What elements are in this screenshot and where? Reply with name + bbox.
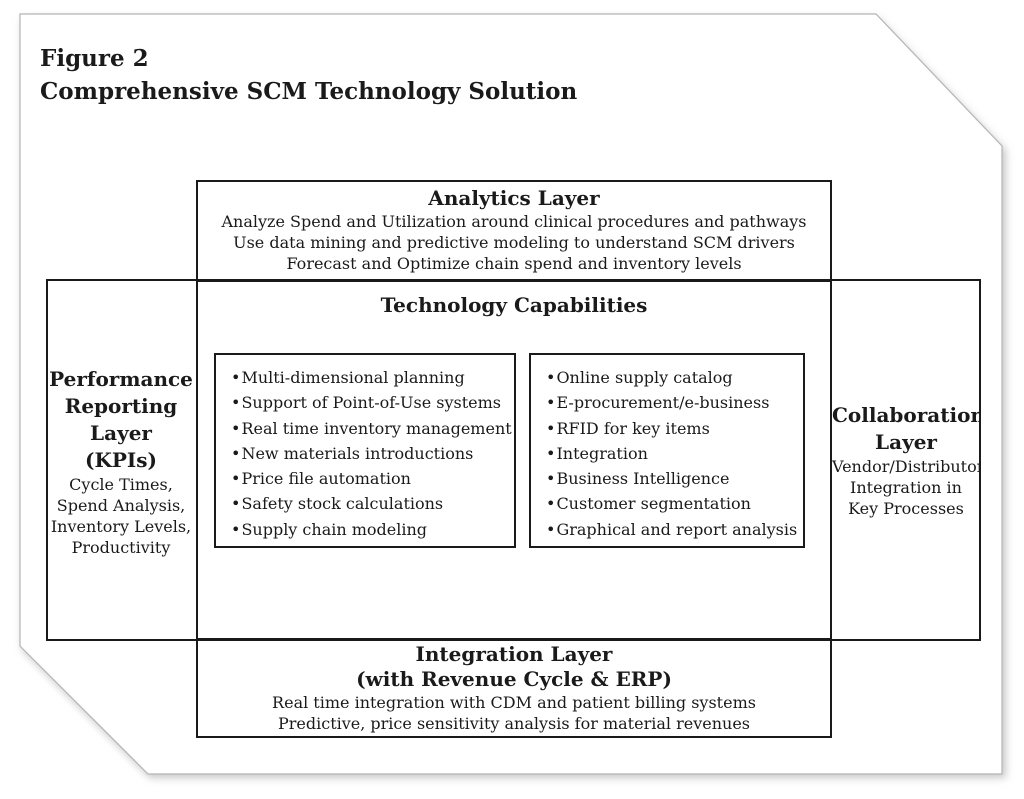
list-item: Integration [546, 441, 803, 466]
list-item: Online supply catalog [546, 365, 803, 390]
technology-capabilities-box [196, 279, 832, 641]
list-item: New materials introductions [231, 441, 514, 466]
performance-title-line: Reporting [64, 394, 178, 418]
collaboration-line: Integration in [850, 478, 962, 497]
figure-heading: Figure 2 Comprehensive SCM Technology So… [40, 42, 577, 108]
list-item: Support of Point-of-Use systems [231, 390, 514, 415]
list-item: Multi-dimensional planning [231, 365, 514, 390]
integration-line: Real time integration with CDM and patie… [272, 693, 756, 712]
list-item: Business Intelligence [546, 466, 803, 491]
technology-capabilities-title: Technology Capabilities [380, 293, 648, 317]
list-item: Price file automation [231, 466, 514, 491]
analytics-line: Analyze Spend and Utilization around cli… [221, 212, 807, 231]
performance-title-line: Performance [49, 367, 193, 391]
collaboration-layer: Collaboration Layer Vendor/Distributor I… [832, 402, 980, 519]
collaboration-title-line: Collaboration [832, 403, 980, 427]
analytics-layer-title: Analytics Layer [428, 186, 600, 210]
list-item: Supply chain modeling [231, 517, 514, 542]
performance-layer: Performance Reporting Layer (KPIs) Cycle… [46, 366, 196, 558]
list-item: Customer segmentation [546, 491, 803, 516]
figure-title: Comprehensive SCM Technology Solution [40, 78, 578, 105]
performance-line: Spend Analysis, [56, 496, 186, 515]
analytics-layer-box [196, 180, 832, 282]
analytics-line: Forecast and Optimize chain spend and in… [286, 254, 742, 273]
performance-line: Inventory Levels, [50, 517, 192, 536]
performance-title-line: Layer [90, 421, 152, 445]
list-item: Real time inventory management [231, 416, 514, 441]
analytics-layer-text: Analytics Layer Analyze Spend and Utiliz… [196, 186, 832, 274]
list-item: RFID for key items [546, 416, 803, 441]
collaboration-line: Vendor/Distributor [832, 457, 980, 476]
integration-line: Predictive, price sensitivity analysis f… [277, 714, 750, 733]
list-item: Safety stock calculations [231, 491, 514, 516]
capabilities-right-box: Online supply catalog E-procurement/e-bu… [529, 353, 805, 548]
integration-title-line: (with Revenue Cycle & ERP) [356, 667, 672, 691]
integration-layer-box [196, 638, 832, 738]
integration-title-line: Integration Layer [415, 642, 613, 666]
performance-line: Productivity [71, 538, 171, 557]
collaboration-title-line: Layer [875, 430, 937, 454]
capabilities-right-list: Online supply catalog E-procurement/e-bu… [546, 365, 803, 542]
analytics-line: Use data mining and predictive modeling … [233, 233, 795, 252]
performance-title-line: (KPIs) [85, 448, 157, 472]
list-item: E-procurement/e-business [546, 390, 803, 415]
collaboration-line: Key Processes [848, 499, 964, 518]
performance-line: Cycle Times, [69, 475, 173, 494]
figure-label: Figure 2 [40, 45, 149, 72]
capabilities-left-box: Multi-dimensional planning Support of Po… [214, 353, 516, 548]
integration-layer-text: Integration Layer (with Revenue Cycle & … [196, 642, 832, 734]
list-item: Graphical and report analysis [546, 517, 803, 542]
capabilities-left-list: Multi-dimensional planning Support of Po… [231, 365, 514, 542]
